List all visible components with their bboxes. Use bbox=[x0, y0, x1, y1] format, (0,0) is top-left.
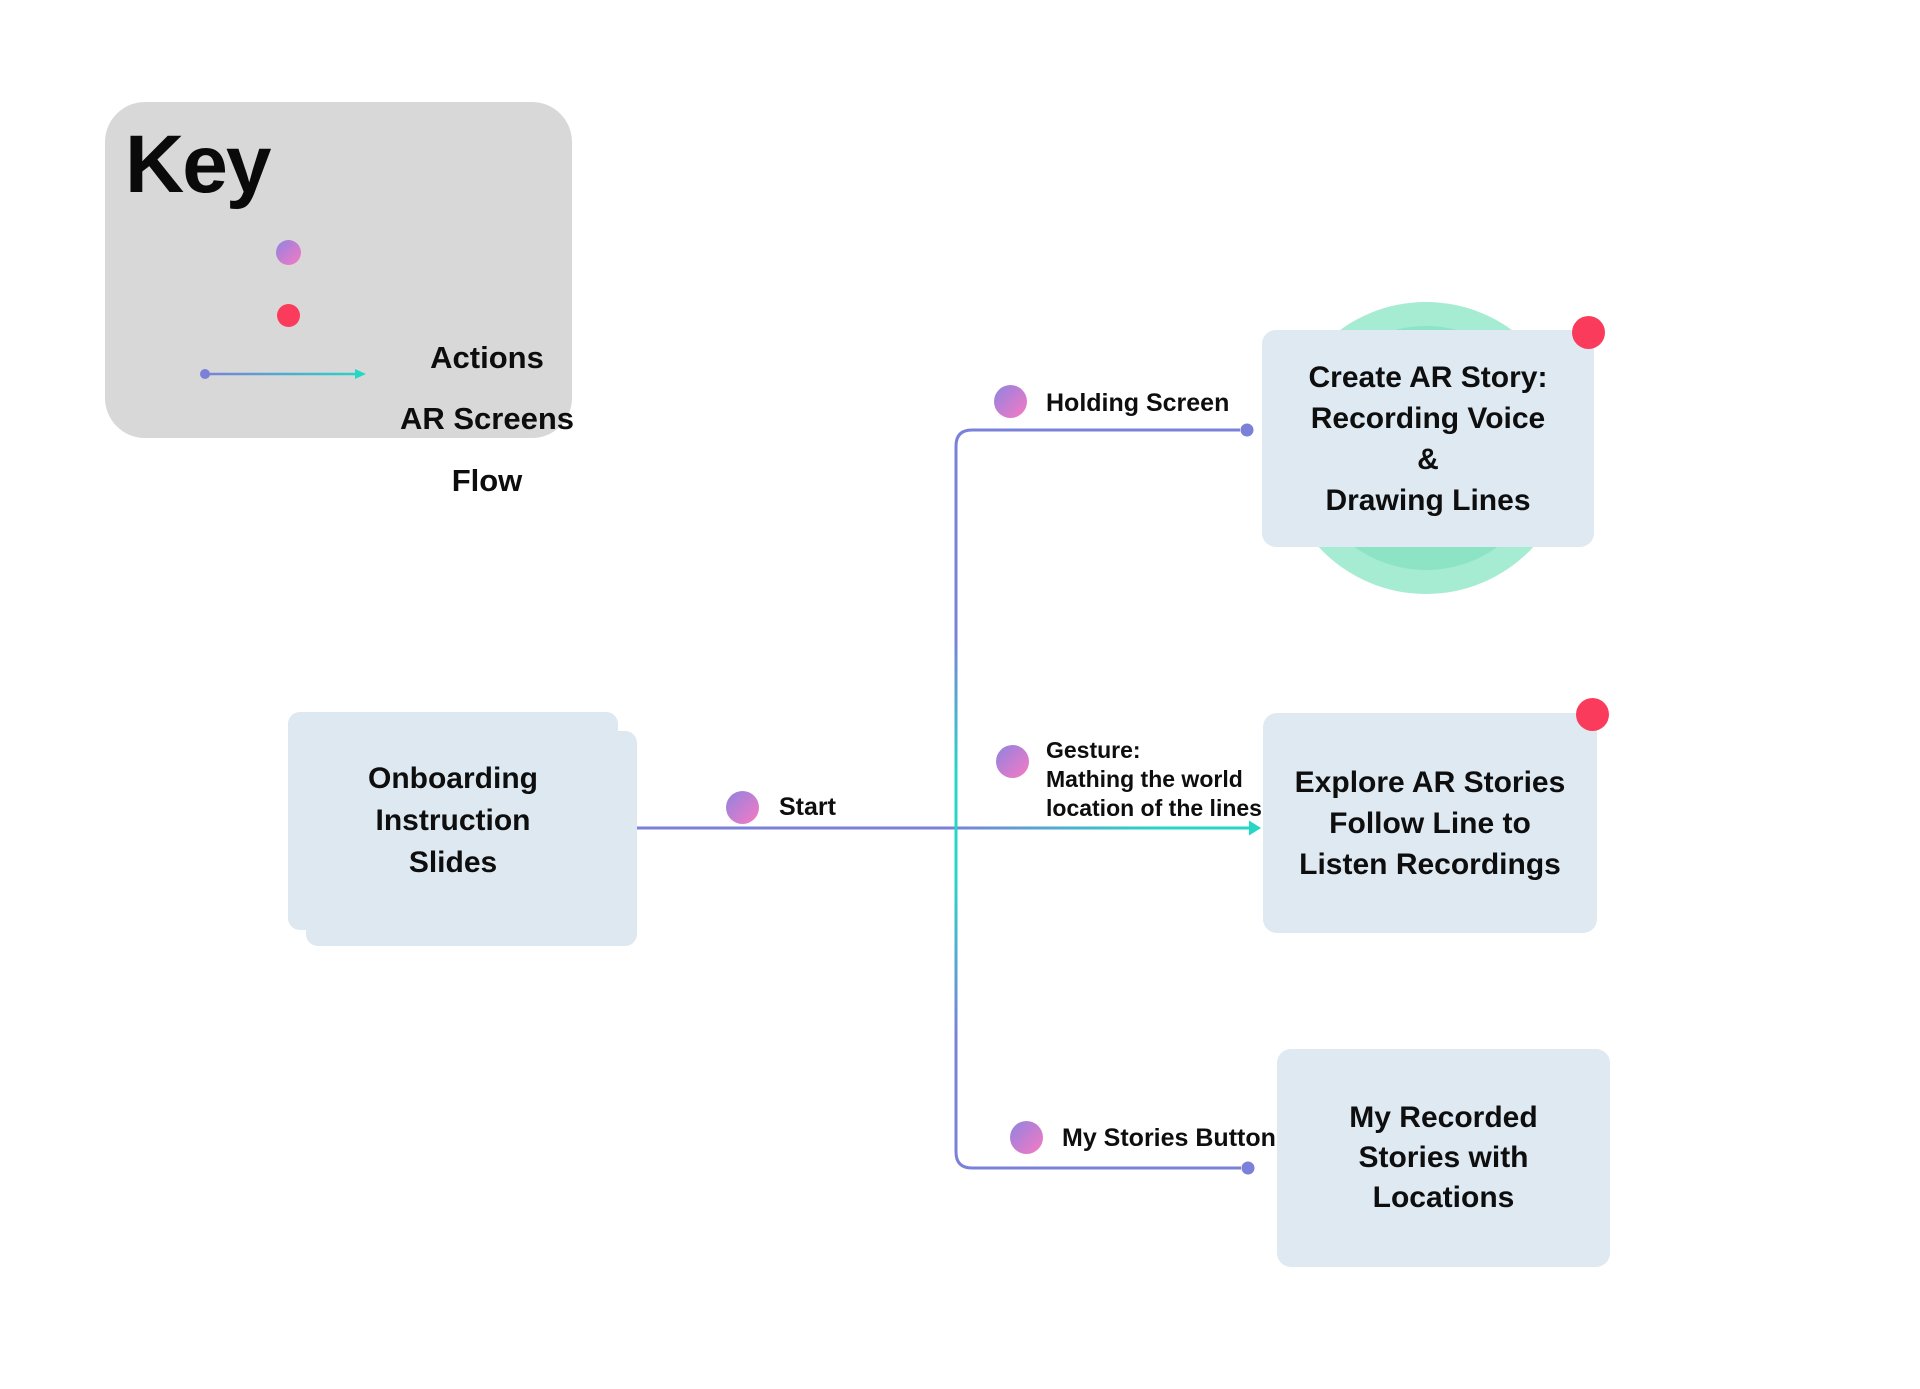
node-line: Drawing Lines bbox=[1325, 483, 1531, 517]
top-branch-connector bbox=[972, 423, 1254, 437]
action-dot-gesture bbox=[996, 745, 1029, 778]
node-line: Locations bbox=[1372, 1181, 1515, 1214]
action-label-my-stories-button: My Stories Button bbox=[1062, 1124, 1276, 1152]
node-line: Listen Recordings bbox=[1299, 847, 1561, 881]
gesture-line: Gesture: bbox=[1046, 737, 1141, 763]
key-title: Key bbox=[125, 119, 271, 210]
action-label-gesture: Gesture: Mathing the world location of t… bbox=[1046, 736, 1262, 823]
key-flow-label: Flow bbox=[451, 463, 523, 498]
ar-screens-legend-dot-icon bbox=[277, 304, 300, 327]
node-explore-ar-stories: Explore AR Stories Follow Line to Listen… bbox=[1263, 713, 1597, 933]
node-line: Slides bbox=[408, 846, 498, 879]
ar-screen-dot-create bbox=[1572, 316, 1605, 349]
key-actions-label: Actions bbox=[430, 340, 544, 375]
node-line: Stories with bbox=[1358, 1141, 1529, 1174]
branch-trunk-connector bbox=[954, 428, 973, 1170]
bottom-branch-connector bbox=[972, 1161, 1255, 1175]
node-line: Onboarding bbox=[368, 762, 538, 795]
node-line: Explore AR Stories bbox=[1294, 765, 1566, 799]
node-line: Instruction bbox=[375, 804, 531, 837]
node-line: Follow Line to bbox=[1329, 806, 1531, 840]
node-create-ar-story: Create AR Story: Recording Voice & Drawi… bbox=[1262, 330, 1594, 547]
action-label-start: Start bbox=[779, 793, 836, 821]
key-ar-screens-label: AR Screens bbox=[399, 401, 575, 436]
node-line: Create AR Story: bbox=[1308, 360, 1548, 394]
gesture-line: location of the lines bbox=[1046, 795, 1262, 821]
node-line: Recording Voice bbox=[1310, 401, 1546, 435]
actions-legend-dot-icon bbox=[276, 240, 301, 265]
node-my-recorded-stories: My Recorded Stories with Locations bbox=[1277, 1049, 1610, 1267]
action-dot-holding-screen bbox=[994, 385, 1027, 418]
key-panel: Key Actions AR Screens Flow bbox=[105, 102, 574, 498]
action-dot-my-stories-button bbox=[1010, 1121, 1043, 1154]
action-label-holding-screen: Holding Screen bbox=[1046, 389, 1230, 417]
node-line: My Recorded bbox=[1349, 1101, 1538, 1134]
node-line: & bbox=[1417, 442, 1439, 476]
gesture-line: Mathing the world bbox=[1046, 766, 1243, 792]
action-dot-start bbox=[726, 791, 759, 824]
node-onboarding: Onboarding Instruction Slides bbox=[288, 712, 618, 930]
ar-screen-dot-explore bbox=[1576, 698, 1609, 731]
